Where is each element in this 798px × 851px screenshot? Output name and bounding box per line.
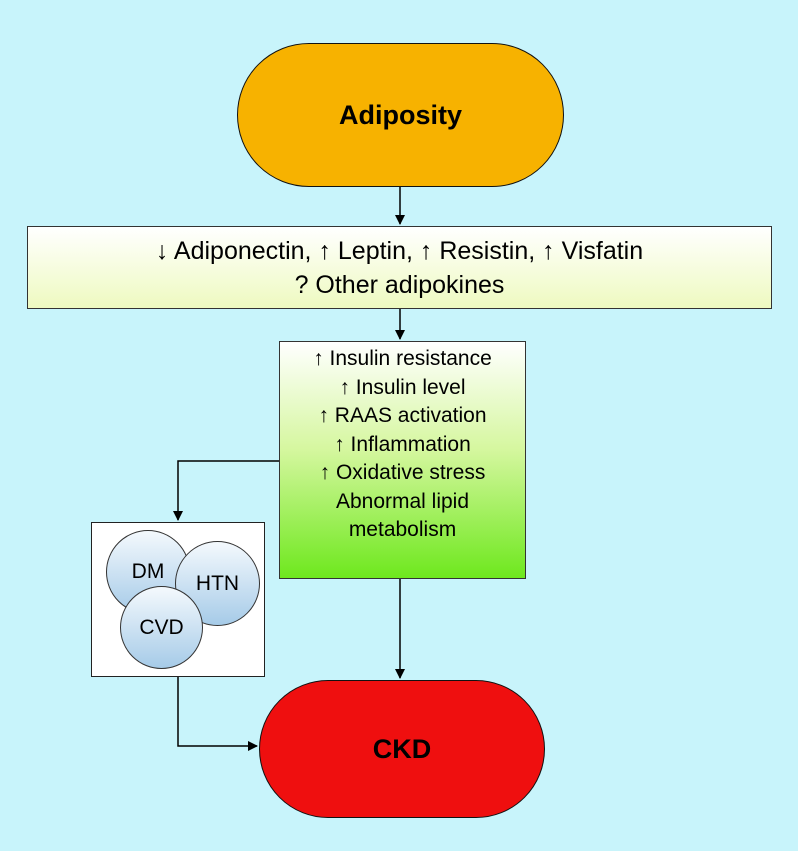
mechanism-insulin-level: ↑ Insulin level bbox=[339, 375, 466, 399]
adiposity-label: Adiposity bbox=[338, 99, 462, 130]
mechanisms-box: ↑ Insulin resistance ↑ Insulin level ↑ R… bbox=[279, 341, 526, 579]
arrow-comorbidities-to-ckd bbox=[177, 677, 258, 751]
adipokines-box: ↓ Adiponectin, ↑ Leptin, ↑ Resistin, ↑ V… bbox=[27, 226, 772, 309]
ckd-label: CKD bbox=[372, 733, 432, 764]
adipokines-line-2: ? Other adipokines bbox=[294, 270, 505, 299]
mechanism-inflammation: ↑ Inflammation bbox=[334, 432, 471, 456]
comorbidities-box: DM HTN CVD bbox=[91, 522, 265, 677]
adipokines-line-1: ↓ Adiponectin, ↑ Leptin, ↑ Resistin, ↑ V… bbox=[155, 236, 644, 265]
adiposity-node: Adiposity bbox=[237, 43, 564, 187]
cvd-label: CVD bbox=[139, 615, 184, 639]
ckd-node: CKD bbox=[259, 680, 545, 818]
mechanism-insulin-resistance: ↑ Insulin resistance bbox=[313, 347, 492, 370]
mechanism-raas-activation: ↑ RAAS activation bbox=[318, 404, 487, 427]
mechanism-oxidative-stress: ↑ Oxidative stress bbox=[319, 461, 486, 484]
htn-label: HTN bbox=[195, 571, 240, 595]
dm-label: DM bbox=[131, 560, 165, 583]
cvd-circle: CVD bbox=[120, 586, 203, 669]
mechanism-abnormal-lipid: Abnormal lipid bbox=[335, 489, 470, 513]
arrow-mechanisms-to-comorbidities bbox=[173, 460, 279, 521]
mechanism-lipid-metabolism: metabolism bbox=[348, 518, 457, 541]
